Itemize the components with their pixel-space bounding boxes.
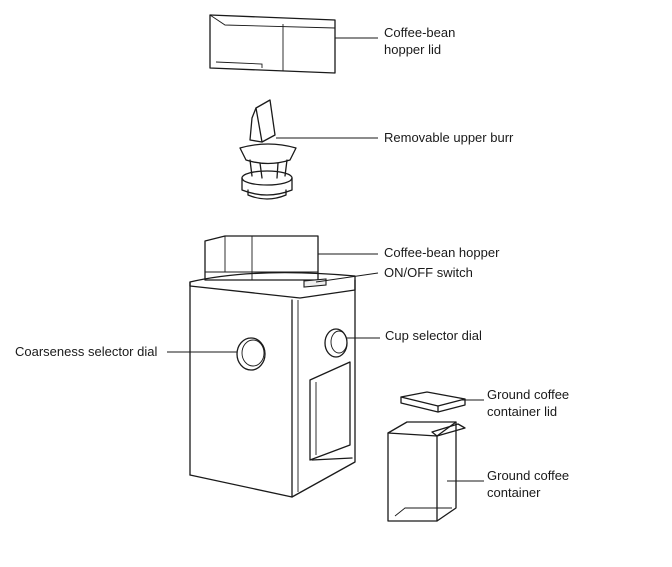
- label-container-lid-line2: container lid: [487, 404, 558, 419]
- coarseness-selector-dial[interactable]: [236, 337, 266, 371]
- label-bean-hopper: Coffee-bean hopper: [384, 245, 500, 260]
- leader-on-off-switch: [315, 272, 379, 283]
- bean-hopper-drawing: [204, 235, 319, 281]
- label-container-line1: Ground coffee: [487, 468, 570, 483]
- label-hopper-lid: Coffee-bean hopper lid: [384, 24, 455, 58]
- label-upper-burr: Removable upper burr: [384, 130, 514, 145]
- container-lid-drawing: [400, 391, 466, 413]
- container-drawing: [387, 421, 466, 522]
- label-cup-selector: Cup selector dial: [385, 328, 482, 343]
- label-container-lid: Ground coffee container lid: [487, 386, 569, 420]
- grinder-body-drawing: [189, 271, 356, 498]
- label-container-lid-line1: Ground coffee: [487, 387, 570, 402]
- label-hopper-lid-line2: hopper lid: [384, 42, 442, 57]
- label-container-line2: container: [487, 485, 541, 500]
- on-off-switch[interactable]: [303, 278, 327, 288]
- label-container: Ground coffee container: [487, 467, 569, 501]
- label-on-off-switch: ON/OFF switch: [384, 265, 473, 280]
- hopper-lid-drawing: [209, 14, 336, 74]
- label-coarseness-selector: Coarseness selector dial: [15, 344, 158, 359]
- label-hopper-lid-line1: Coffee-bean: [384, 25, 456, 40]
- upper-burr-drawing: [239, 99, 297, 200]
